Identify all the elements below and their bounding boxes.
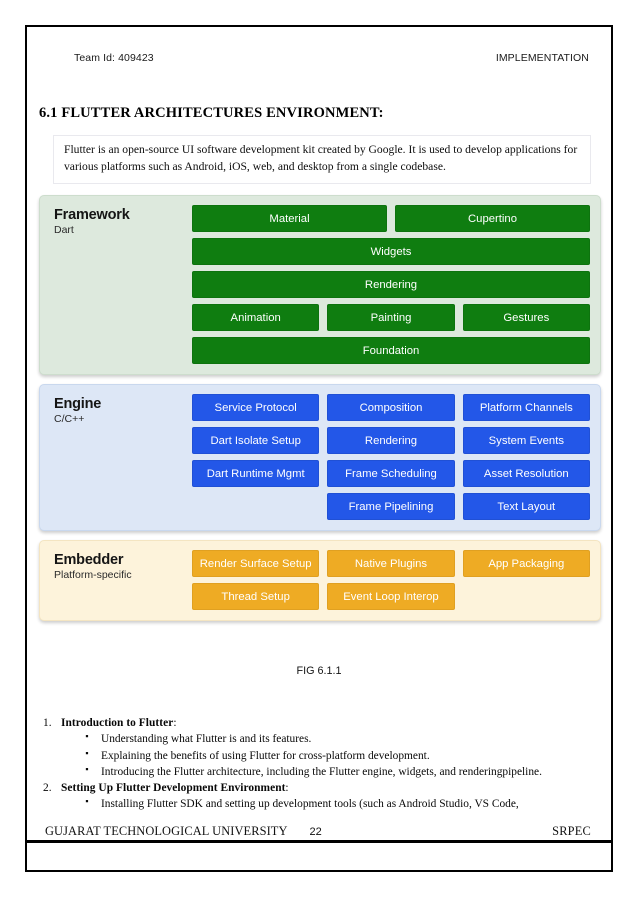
layer-framework-label: Framework Dart	[50, 205, 192, 238]
footer-university: GUJARAT TECHNOLOGICAL UNIVERSITY	[45, 824, 288, 838]
diagram-box-service-protocol: Service Protocol	[192, 394, 320, 421]
diagram-box-frame-pipelining: Frame Pipelining	[327, 493, 455, 520]
list-item-title: Introduction to Flutter:	[61, 717, 177, 729]
diagram-row: Material Cupertino	[192, 205, 590, 232]
diagram-box-gestures: Gestures	[462, 304, 590, 331]
chapter-label: IMPLEMENTATION	[495, 52, 589, 64]
bullet-icon: ▪	[85, 795, 89, 806]
list-item: 2. Setting Up Flutter Development Enviro…	[39, 782, 589, 812]
diagram-box-rendering-engine: Rendering	[327, 427, 455, 454]
sub-bullet-list: ▪ Installing Flutter SDK and setting up …	[39, 796, 589, 812]
list-item-title-text: Setting Up Flutter Development Environme…	[61, 781, 286, 794]
diagram-row: Animation Painting Gestures	[192, 304, 590, 331]
diagram-box-widgets: Widgets	[192, 238, 590, 265]
diagram-row: Thread Setup Event Loop Interop	[192, 583, 590, 610]
layer-framework: Framework Dart Material Cupertino Widget…	[39, 195, 601, 375]
diagram-row-spacer	[192, 493, 319, 520]
intro-paragraph-box: Flutter is an open-source UI software de…	[53, 135, 591, 184]
diagram-row: Render Surface Setup Native Plugins App …	[192, 550, 590, 577]
diagram-box-platform-channels: Platform Channels	[462, 394, 590, 421]
layer-framework-title: Framework	[54, 207, 130, 223]
footer-page-number: 22	[309, 826, 322, 838]
diagram-box-frame-scheduling: Frame Scheduling	[327, 460, 455, 487]
layer-framework-subtitle: Dart	[54, 224, 74, 237]
list-item-title: Setting Up Flutter Development Environme…	[61, 782, 289, 794]
layer-embedder-subtitle: Platform-specific	[54, 569, 132, 582]
diagram-box-dart-runtime-mgmt: Dart Runtime Mgmt	[192, 460, 320, 487]
diagram-box-thread-setup: Thread Setup	[192, 583, 320, 610]
diagram-row: Dart Isolate Setup Rendering System Even…	[192, 427, 590, 454]
sub-list-item: ▪ Explaining the benefits of using Flutt…	[39, 748, 589, 764]
diagram-box-asset-resolution: Asset Resolution	[462, 460, 590, 487]
diagram-box-foundation: Foundation	[192, 337, 590, 364]
list-item-number: 1.	[43, 717, 52, 729]
diagram-box-system-events: System Events	[462, 427, 590, 454]
list-item: 1. Introduction to Flutter: ▪ Understand…	[39, 717, 589, 781]
bullet-icon: ▪	[85, 731, 89, 741]
diagram-box-text-layout: Text Layout	[462, 493, 590, 520]
footer-divider	[27, 840, 611, 843]
layer-engine-label: Engine C/C++	[50, 394, 192, 427]
diagram-row: Service Protocol Composition Platform Ch…	[192, 394, 590, 421]
layer-engine-title: Engine	[54, 396, 102, 412]
diagram-row: Dart Runtime Mgmt Frame Scheduling Asset…	[192, 460, 590, 487]
list-item-number: 2.	[43, 781, 52, 794]
sub-list-item-text: Installing Flutter SDK and setting up de…	[101, 797, 519, 810]
list-item-title-colon: :	[285, 781, 289, 794]
page-header: Team Id: 409423 IMPLEMENTATION	[27, 49, 611, 67]
diagram-box-app-packaging: App Packaging	[462, 550, 590, 577]
figure-caption: FIG 6.1.1	[296, 665, 342, 677]
section-heading: 6.1 FLUTTER ARCHITECTURES ENVIRONMENT:	[39, 105, 384, 121]
diagram-row: Foundation	[192, 337, 590, 364]
topics-list: 1. Introduction to Flutter: ▪ Understand…	[39, 717, 589, 813]
diagram-box-render-surface-setup: Render Surface Setup	[192, 550, 320, 577]
bullet-icon: ▪	[85, 764, 89, 775]
layer-engine-rows: Service Protocol Composition Platform Ch…	[192, 394, 590, 520]
diagram-box-native-plugins: Native Plugins	[327, 550, 455, 577]
diagram-row: Widgets	[192, 238, 590, 265]
list-item-heading: 1. Introduction to Flutter:	[39, 717, 589, 729]
layer-engine: Engine C/C++ Service Protocol Compositio…	[39, 384, 601, 531]
sub-list-item: ▪ Introducing the Flutter architecture, …	[39, 764, 589, 780]
diagram-row: Frame Pipelining Text Layout	[192, 493, 590, 520]
layer-engine-subtitle: C/C++	[54, 413, 85, 426]
sub-list-item-text: Understanding what Flutter is and its fe…	[101, 733, 312, 745]
layer-embedder: Embedder Platform-specific Render Surfac…	[39, 540, 601, 621]
team-id-text: Team Id: 409423	[74, 52, 154, 64]
list-item-heading: 2. Setting Up Flutter Development Enviro…	[39, 782, 589, 794]
diagram-box-event-loop-interop: Event Loop Interop	[327, 583, 455, 610]
diagram-box-material: Material	[192, 205, 387, 232]
sub-bullet-list: ▪ Understanding what Flutter is and its …	[39, 731, 589, 781]
page-footer: GUJARAT TECHNOLOGICAL UNIVERSITY 22 SRPE…	[27, 823, 611, 843]
layer-framework-rows: Material Cupertino Widgets Rendering Ani…	[192, 205, 590, 364]
bullet-icon: ▪	[85, 747, 89, 758]
diagram-box-animation: Animation	[192, 304, 320, 331]
diagram-box-composition: Composition	[327, 394, 455, 421]
flutter-architecture-diagram: Framework Dart Material Cupertino Widget…	[39, 195, 601, 630]
diagram-box-rendering-framework: Rendering	[192, 271, 590, 298]
layer-embedder-label: Embedder Platform-specific	[50, 550, 192, 583]
intro-paragraph-text: Flutter is an open-source UI software de…	[64, 143, 578, 173]
diagram-box-cupertino: Cupertino	[395, 205, 590, 232]
layer-embedder-title: Embedder	[54, 552, 124, 568]
sub-list-item-text: Explaining the benefits of using Flutter…	[101, 749, 430, 762]
footer-college: SRPEC	[552, 824, 591, 838]
list-item-title-colon: :	[173, 717, 177, 729]
diagram-box-dart-isolate-setup: Dart Isolate Setup	[192, 427, 320, 454]
footer-row: GUJARAT TECHNOLOGICAL UNIVERSITY 22 SRPE…	[27, 824, 611, 839]
diagram-box-painting: Painting	[327, 304, 455, 331]
document-page: Team Id: 409423 IMPLEMENTATION 6.1 FLUTT…	[25, 25, 613, 872]
diagram-row: Rendering	[192, 271, 590, 298]
sub-list-item-text: Introducing the Flutter architecture, in…	[101, 766, 542, 779]
diagram-row-spacer	[463, 583, 590, 610]
list-item-title-text: Introduction to Flutter	[61, 717, 174, 729]
layer-embedder-rows: Render Surface Setup Native Plugins App …	[192, 550, 590, 610]
sub-list-item: ▪ Understanding what Flutter is and its …	[39, 731, 589, 747]
sub-list-item: ▪ Installing Flutter SDK and setting up …	[39, 796, 589, 812]
